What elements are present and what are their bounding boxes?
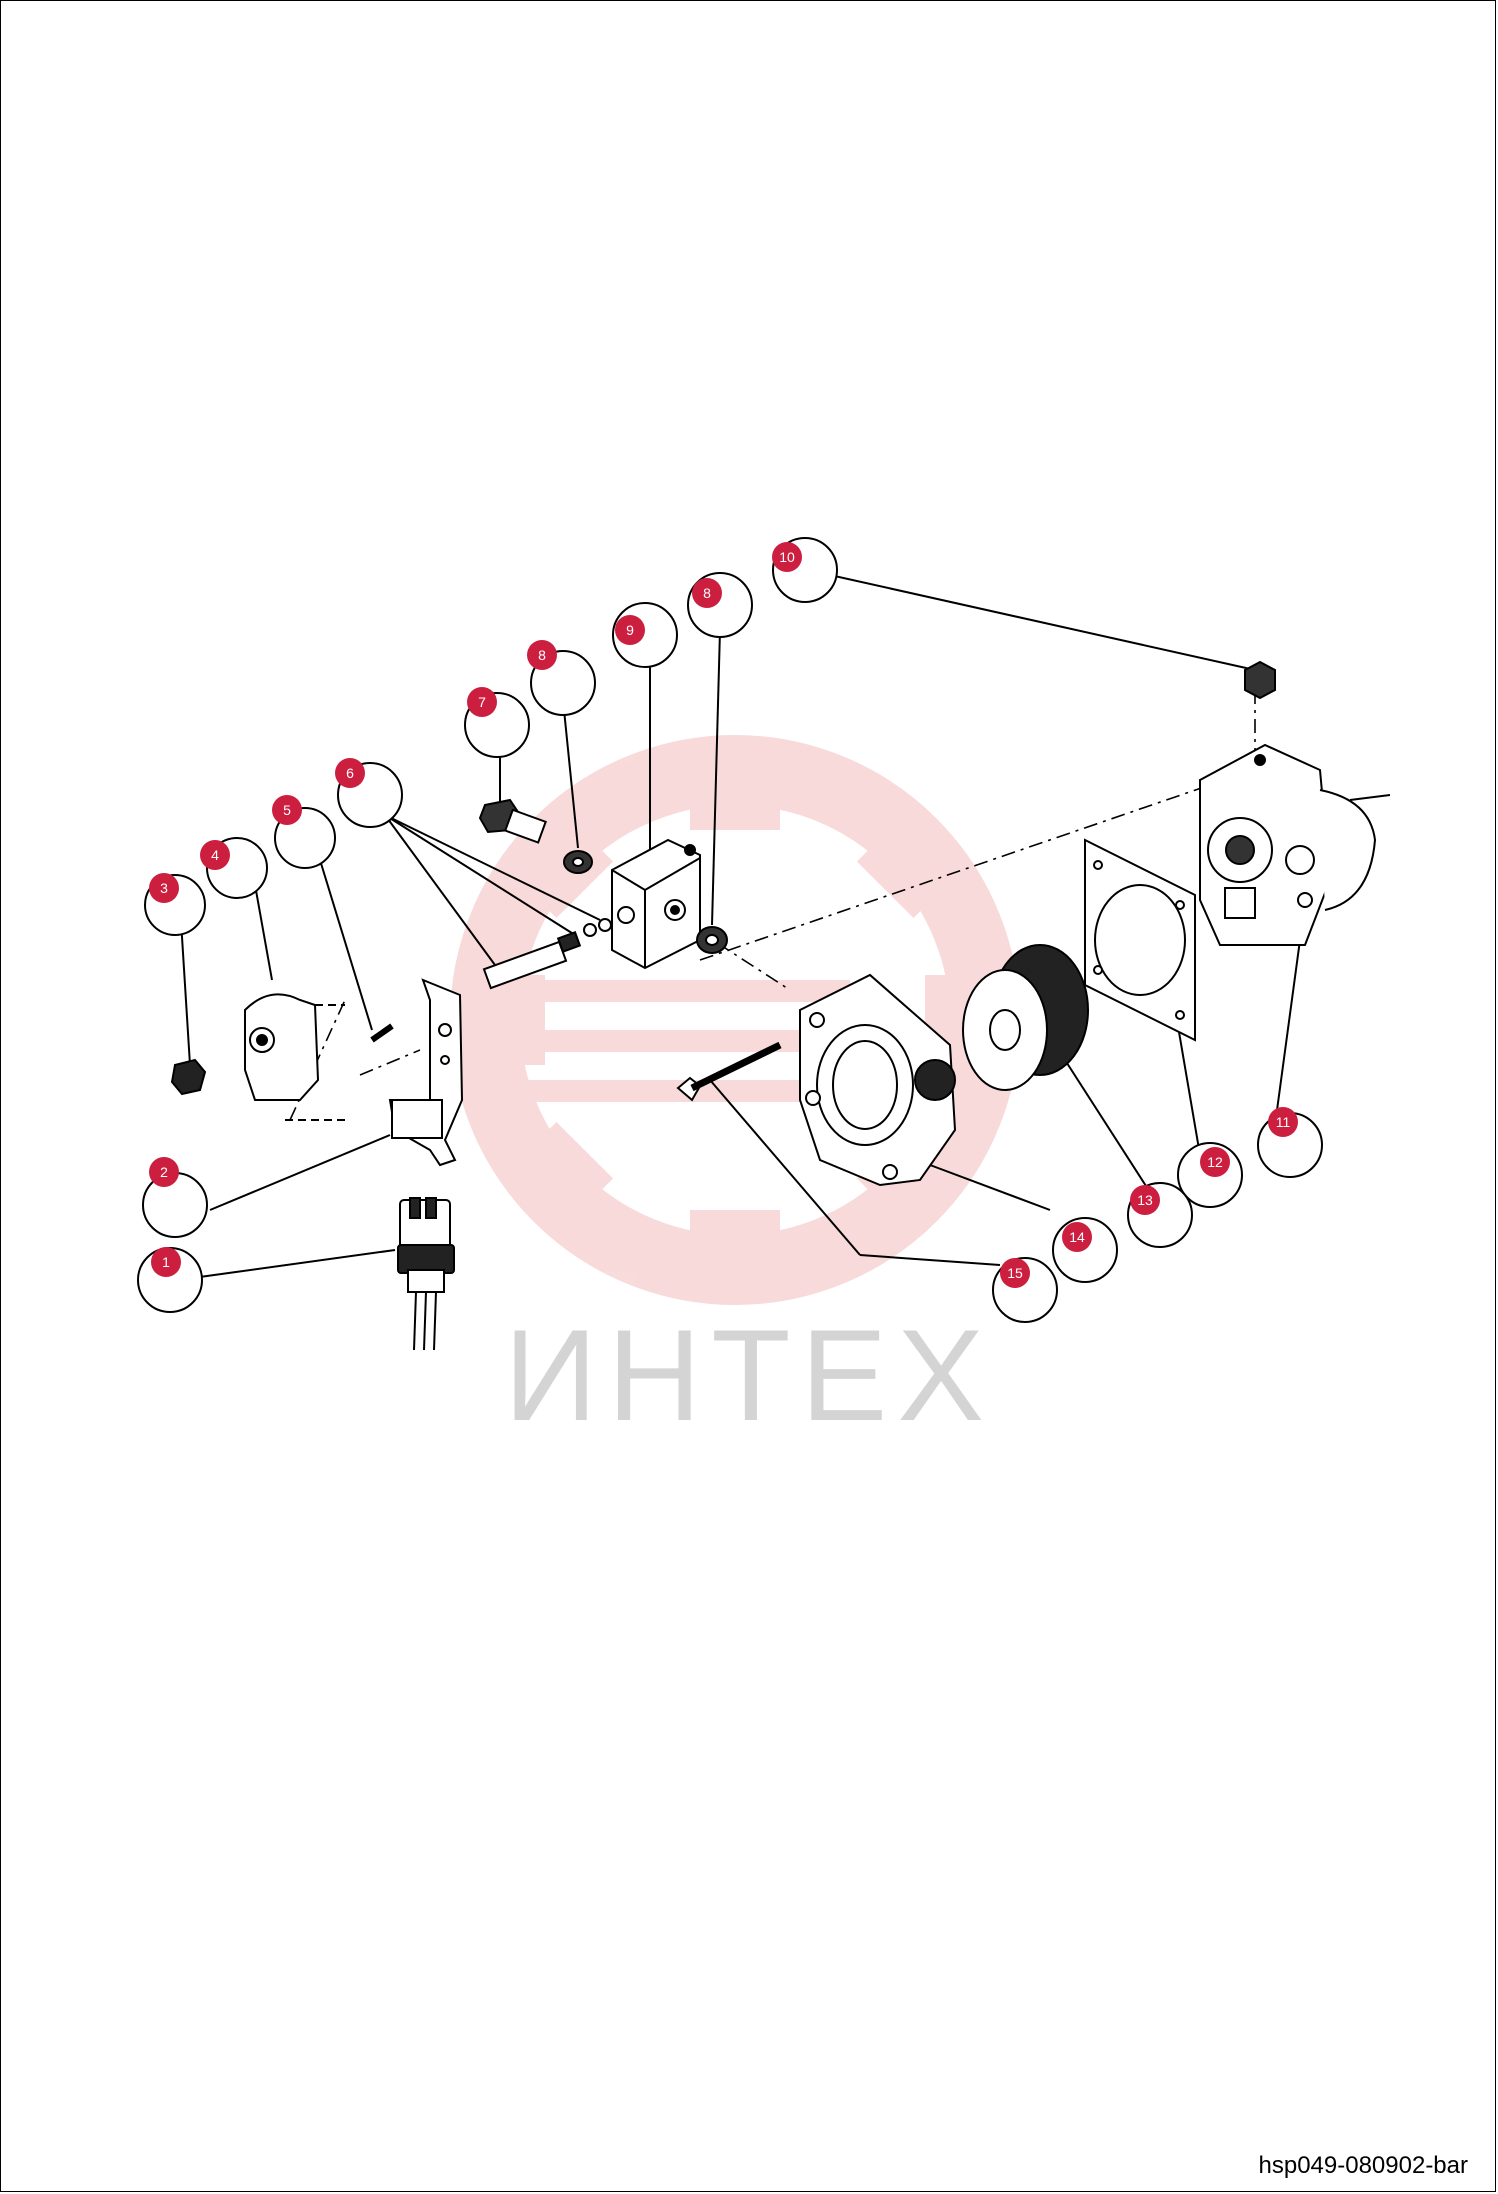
- pipe-plug: [1244, 660, 1276, 700]
- callout-badge-5[interactable]: 5: [272, 795, 302, 825]
- bolt: [676, 1041, 782, 1102]
- nut: [170, 1058, 207, 1096]
- filter-cartridge: [962, 944, 1089, 1091]
- callout-badge-7[interactable]: 7: [467, 687, 497, 717]
- pump-body: [1199, 743, 1391, 946]
- callout-badge-8a[interactable]: 8: [527, 640, 557, 670]
- callout-badge-3[interactable]: 3: [149, 873, 179, 903]
- callout-badge-2[interactable]: 2: [149, 1157, 179, 1187]
- callout-badge-13[interactable]: 13: [1130, 1185, 1160, 1215]
- connector-plug: [397, 1197, 455, 1351]
- callout-badge-1[interactable]: 1: [151, 1247, 181, 1277]
- callout-badge-15[interactable]: 15: [1000, 1258, 1030, 1288]
- solenoid-stem: [482, 918, 612, 990]
- gasket: [1084, 838, 1196, 1042]
- mounting-bracket: [388, 978, 464, 1167]
- callout-badge-12[interactable]: 12: [1200, 1147, 1230, 1177]
- callout-badge-8b[interactable]: 8: [692, 578, 722, 608]
- callout-badge-10[interactable]: 10: [772, 542, 802, 572]
- screw-small: [370, 1023, 394, 1043]
- nozzle-fitting: [478, 798, 547, 844]
- callout-badge-9[interactable]: 9: [615, 615, 645, 645]
- filter-cover: [799, 973, 957, 1187]
- callout-badge-11[interactable]: 11: [1268, 1107, 1298, 1137]
- callout-badge-6[interactable]: 6: [335, 758, 365, 788]
- valve-block: [611, 838, 701, 970]
- drawing-code: hsp049-080902-bar: [1258, 2152, 1469, 2179]
- watermark-text: ИНТЕХ: [503, 1302, 995, 1448]
- callout-badge-14[interactable]: 14: [1062, 1222, 1092, 1252]
- solenoid-coil: [244, 993, 345, 1121]
- callout-badge-4[interactable]: 4: [200, 840, 230, 870]
- parts: [170, 660, 1391, 1351]
